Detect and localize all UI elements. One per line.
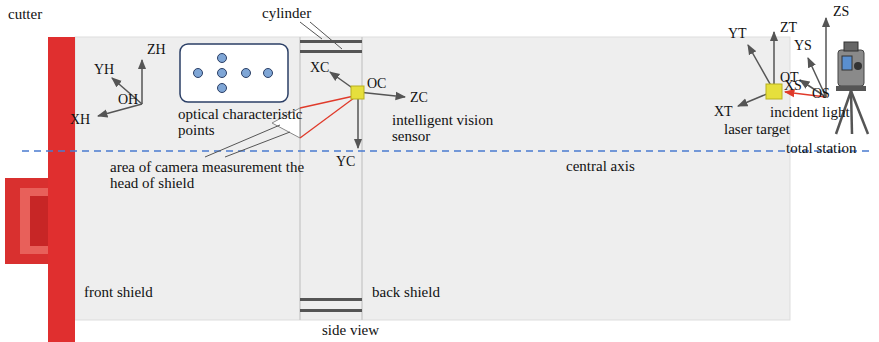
leader-line: [310, 22, 342, 49]
part-label: laser target: [724, 121, 790, 137]
axis-label: ZC: [410, 90, 428, 106]
leader-line: [225, 132, 290, 157]
joint-line: [361, 37, 363, 320]
axis-label: YH: [94, 62, 114, 78]
part-label: back shield: [372, 284, 440, 300]
shield-body: [75, 37, 790, 320]
cylinder-bars: [300, 40, 362, 312]
part-label: intelligent vision sensor: [392, 112, 514, 144]
leader-line: [205, 125, 280, 157]
part-label: incident light: [770, 104, 850, 120]
axis-label: YT: [728, 26, 747, 42]
laser-target: [766, 84, 782, 99]
part-label: cutter: [8, 6, 42, 22]
leader-line: [300, 22, 322, 39]
part-label: area of camera measurement the head of s…: [110, 159, 315, 191]
part-label: side view: [322, 322, 379, 338]
cutter-head: [5, 178, 48, 264]
axis-label: ZS: [833, 4, 849, 20]
part-label: central axis: [566, 158, 635, 174]
axis-label: OS: [812, 86, 830, 102]
part-label: front shield: [84, 284, 153, 300]
total-station-icon: [836, 42, 868, 134]
axis-label: OH: [118, 92, 138, 108]
sight-line: [300, 96, 354, 108]
axis-label: XH: [70, 112, 90, 128]
part-label: total station: [786, 140, 856, 156]
joint-line: [299, 37, 301, 320]
axis-label: ZH: [147, 42, 166, 58]
vision-sensor: [351, 86, 364, 99]
sight-line: [300, 98, 354, 138]
axis-label: YS: [794, 38, 812, 54]
cutter-disc: [48, 37, 75, 342]
axis-label: XC: [310, 60, 329, 76]
axis-label: XS: [784, 78, 802, 94]
frame-axes: [800, 18, 826, 97]
optical-points: [194, 54, 273, 93]
central-axis-line: [22, 150, 872, 152]
axis-label: OC: [367, 76, 386, 92]
part-label: cylinder: [262, 5, 311, 21]
part-label: optical characteristic points: [178, 106, 318, 138]
cutter-head: [30, 196, 48, 246]
axis-label: XT: [714, 104, 733, 120]
axis-label: YC: [336, 154, 355, 170]
axis-label: ZT: [780, 20, 797, 36]
marker-board: [180, 44, 288, 102]
cutter-head: [20, 188, 48, 254]
